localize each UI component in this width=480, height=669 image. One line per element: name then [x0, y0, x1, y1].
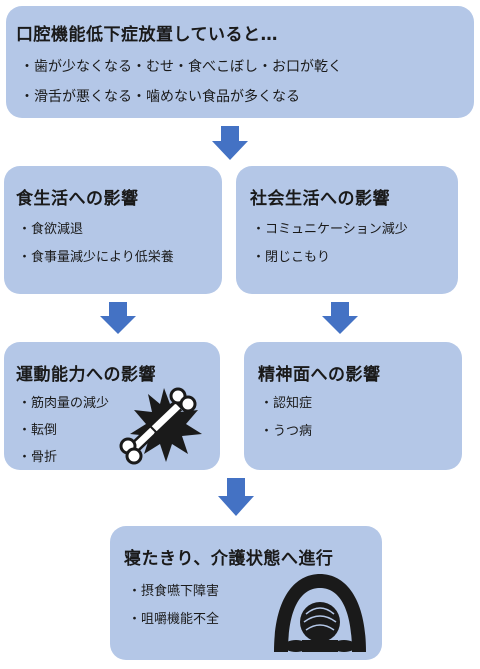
- bottom-box: 寝たきり、介護状態へ進行 摂食嚥下障害 咀嚼機能不全: [110, 526, 382, 660]
- down-arrow-icon: [322, 302, 358, 334]
- mental-item-2: うつ病: [260, 420, 312, 439]
- mental-box: 精神面への影響 認知症 うつ病: [244, 342, 462, 470]
- head-in-hands-icon: [274, 574, 366, 652]
- social-item-1: コミュニケーション減少: [252, 218, 408, 237]
- diet-item-2: 食事量減少により低栄養: [18, 246, 174, 265]
- diet-item-1: 食欲減退: [18, 218, 83, 237]
- down-arrow-icon: [218, 478, 254, 516]
- bottom-item-1: 摂食嚥下障害: [128, 580, 219, 599]
- mental-title: 精神面への影響: [258, 365, 381, 385]
- motor-item-1: 筋肉量の減少: [18, 392, 109, 411]
- top-item-2: 滑舌が悪くなる・噛めない食品が多くなる: [20, 86, 300, 106]
- mental-item-1: 認知症: [260, 392, 312, 411]
- bottom-item-2: 咀嚼機能不全: [128, 608, 219, 627]
- top-box: 口腔機能低下症放置していると… 歯が少なくなる・むせ・食べこぼし・お口が乾く 滑…: [6, 6, 474, 118]
- bottom-title: 寝たきり、介護状態へ進行: [124, 549, 334, 569]
- diet-title: 食生活への影響: [16, 189, 139, 209]
- down-arrow-icon: [100, 302, 136, 334]
- motor-box: 運動能力への影響 筋肉量の減少 転倒 骨折: [4, 342, 220, 470]
- down-arrow-icon: [212, 126, 248, 160]
- top-title: 口腔機能低下症放置していると…: [16, 25, 278, 45]
- social-item-2: 閉じこもり: [252, 246, 330, 265]
- social-title: 社会生活への影響: [250, 189, 390, 209]
- top-item-1: 歯が少なくなる・むせ・食べこぼし・お口が乾く: [20, 56, 342, 76]
- social-box: 社会生活への影響 コミュニケーション減少 閉じこもり: [236, 166, 458, 294]
- diet-box: 食生活への影響 食欲減退 食事量減少により低栄養: [4, 166, 222, 294]
- motor-item-2: 転倒: [18, 419, 57, 438]
- motor-title: 運動能力への影響: [16, 365, 156, 385]
- broken-bone-icon: [119, 387, 202, 465]
- motor-item-3: 骨折: [18, 446, 57, 465]
